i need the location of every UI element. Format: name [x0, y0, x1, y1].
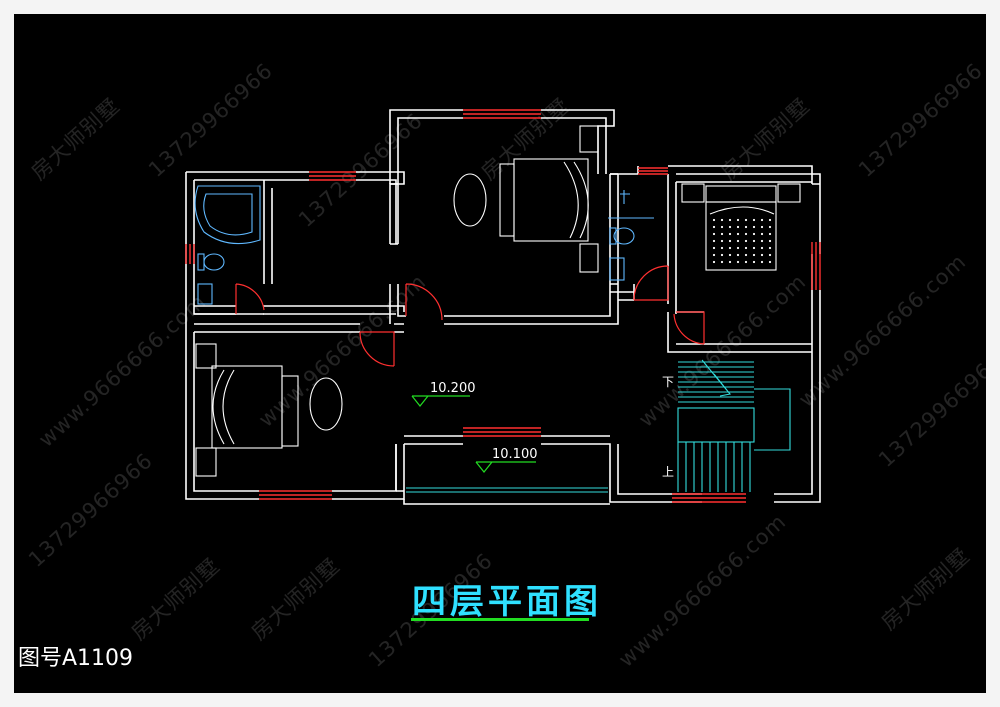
quilt-dot [760, 239, 764, 243]
rug [453, 173, 487, 227]
quilt-dot [720, 246, 724, 250]
quilt-dot [728, 218, 732, 222]
quilt-dot [720, 260, 724, 264]
quilt-dot [768, 232, 772, 236]
quilt-dot [768, 260, 772, 264]
title-underline [411, 618, 589, 621]
quilt-dot [720, 253, 724, 257]
quilt-dot [728, 253, 732, 257]
quilt-dot [720, 232, 724, 236]
stair-landing [677, 407, 755, 443]
quilt-dot [768, 225, 772, 229]
staircase [677, 359, 791, 492]
quilt-dot [752, 239, 756, 243]
quilt-dot [752, 232, 756, 236]
quilt-dot [720, 225, 724, 229]
quilt-dot [712, 246, 716, 250]
sink [609, 257, 625, 281]
drawing-number: 图号A1109 [18, 646, 134, 671]
quilt-dot [728, 246, 732, 250]
quilt-dot [768, 246, 772, 250]
third-bed [705, 201, 777, 271]
quilt-dot [736, 225, 740, 229]
quilt-dot [720, 239, 724, 243]
quilt-dot [712, 218, 716, 222]
toilet [613, 227, 635, 245]
stair-down-label: 下 [662, 375, 674, 389]
quilt-dot [744, 246, 748, 250]
quilt-dot [744, 260, 748, 264]
fixtures [194, 185, 654, 305]
shower [608, 190, 654, 219]
doors [235, 265, 705, 367]
stair-up-label: 上 [662, 465, 674, 479]
toilet [203, 253, 225, 271]
sink [197, 283, 213, 305]
drawing-title: 四层平面图 [412, 582, 602, 622]
quilt-dot [736, 218, 740, 222]
cad-drawing-frame: 房大师别墅 13729966966 13729966966 房大师别墅 房大师别… [14, 14, 986, 693]
quilt-dot [736, 246, 740, 250]
quilt-dot [712, 260, 716, 264]
quilt-dot [728, 260, 732, 264]
quilt-dot [760, 218, 764, 222]
quilt-dot [736, 232, 740, 236]
bed-quilt-pattern [712, 218, 772, 264]
quilt-dot [728, 239, 732, 243]
quilt-dot [712, 225, 716, 229]
elevation-label: 10.100 [492, 447, 538, 462]
quilt-dot [768, 239, 772, 243]
quilt-dot [712, 253, 716, 257]
quilt-dot [752, 260, 756, 264]
quilt-dot [744, 253, 748, 257]
quilt-dot [744, 232, 748, 236]
quilt-dot [744, 218, 748, 222]
level-marks [411, 395, 536, 473]
quilt-dot [752, 218, 756, 222]
quilt-dot [728, 232, 732, 236]
quilt-dot [736, 239, 740, 243]
quilt-dot [728, 225, 732, 229]
quilt-dot [752, 225, 756, 229]
balcony-rail [406, 487, 608, 493]
furniture [195, 125, 801, 477]
quilt-dot [752, 246, 756, 250]
floor-plan: 10.200 10.100 下 上 [185, 109, 821, 505]
quilt-dot [760, 225, 764, 229]
windows [185, 109, 821, 503]
rug [309, 377, 343, 431]
quilt-dot [736, 253, 740, 257]
quilt-dot [760, 253, 764, 257]
quilt-dot [760, 260, 764, 264]
walls [185, 109, 821, 505]
quilt-dot [744, 239, 748, 243]
quilt-dot [736, 260, 740, 264]
quilt-dot [752, 253, 756, 257]
quilt-dot [760, 232, 764, 236]
quilt-dot [760, 246, 764, 250]
bathtub [194, 185, 261, 245]
master-bed [513, 158, 589, 242]
quilt-dot [744, 225, 748, 229]
quilt-dot [768, 253, 772, 257]
quilt-dot [768, 218, 772, 222]
quilt-dot [712, 239, 716, 243]
quilt-dot [712, 232, 716, 236]
elevation-label: 10.200 [430, 381, 476, 396]
quilt-dot [720, 218, 724, 222]
